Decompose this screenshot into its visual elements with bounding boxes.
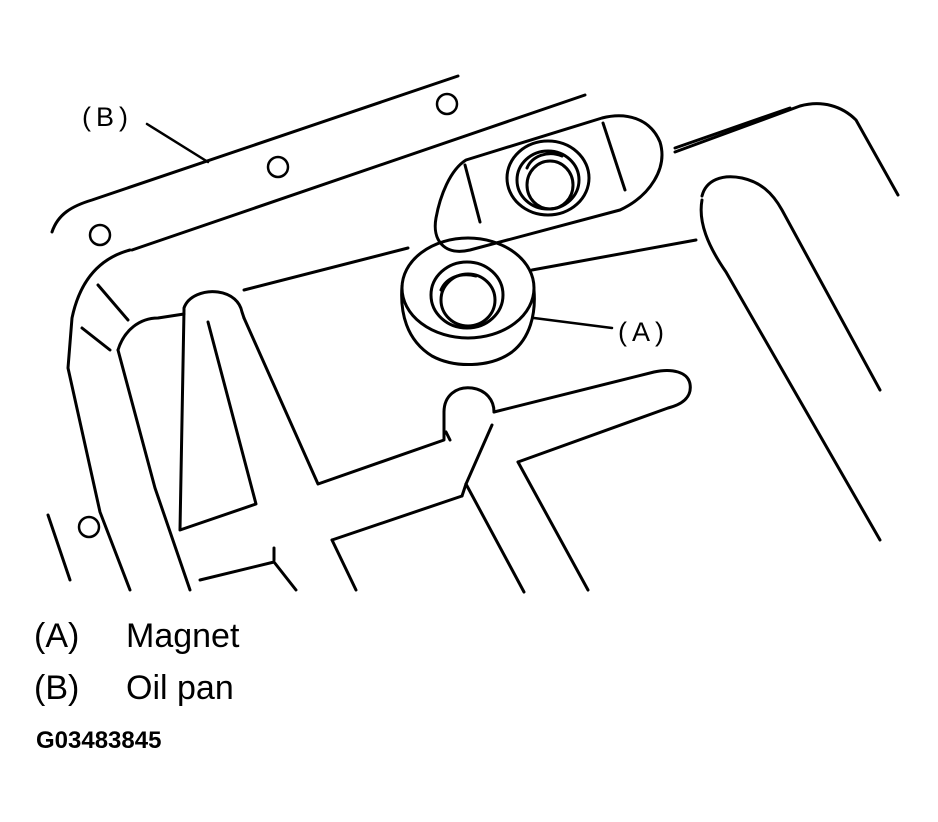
magnet: [400, 236, 536, 366]
legend-item-oil-pan: (B) Oil pan: [34, 662, 239, 714]
drain-plug: [505, 139, 591, 217]
leader-line-a: [532, 316, 614, 330]
oil-pan-right-rim: [673, 102, 900, 542]
legend-key: (B): [34, 669, 80, 707]
legend-item-magnet: (A) Magnet: [34, 610, 239, 662]
figure-code: G03483845: [36, 727, 162, 754]
callout-a: (A): [618, 317, 669, 347]
legend: (A) Magnet (B) Oil pan: [34, 610, 239, 714]
oil-pan-ribs: [116, 238, 698, 594]
legend-label: Magnet: [126, 617, 240, 655]
oil-pan-flange: [46, 74, 587, 592]
bolt-holes: [77, 92, 459, 539]
legend-label: Oil pan: [126, 669, 234, 707]
callout-b: (B): [82, 102, 133, 132]
drain-plug-boss: [433, 114, 664, 253]
oil-pan-magnet-diagram: (B) (A): [46, 74, 900, 594]
legend-key: (A): [34, 617, 80, 655]
leader-line-b: [145, 122, 210, 164]
